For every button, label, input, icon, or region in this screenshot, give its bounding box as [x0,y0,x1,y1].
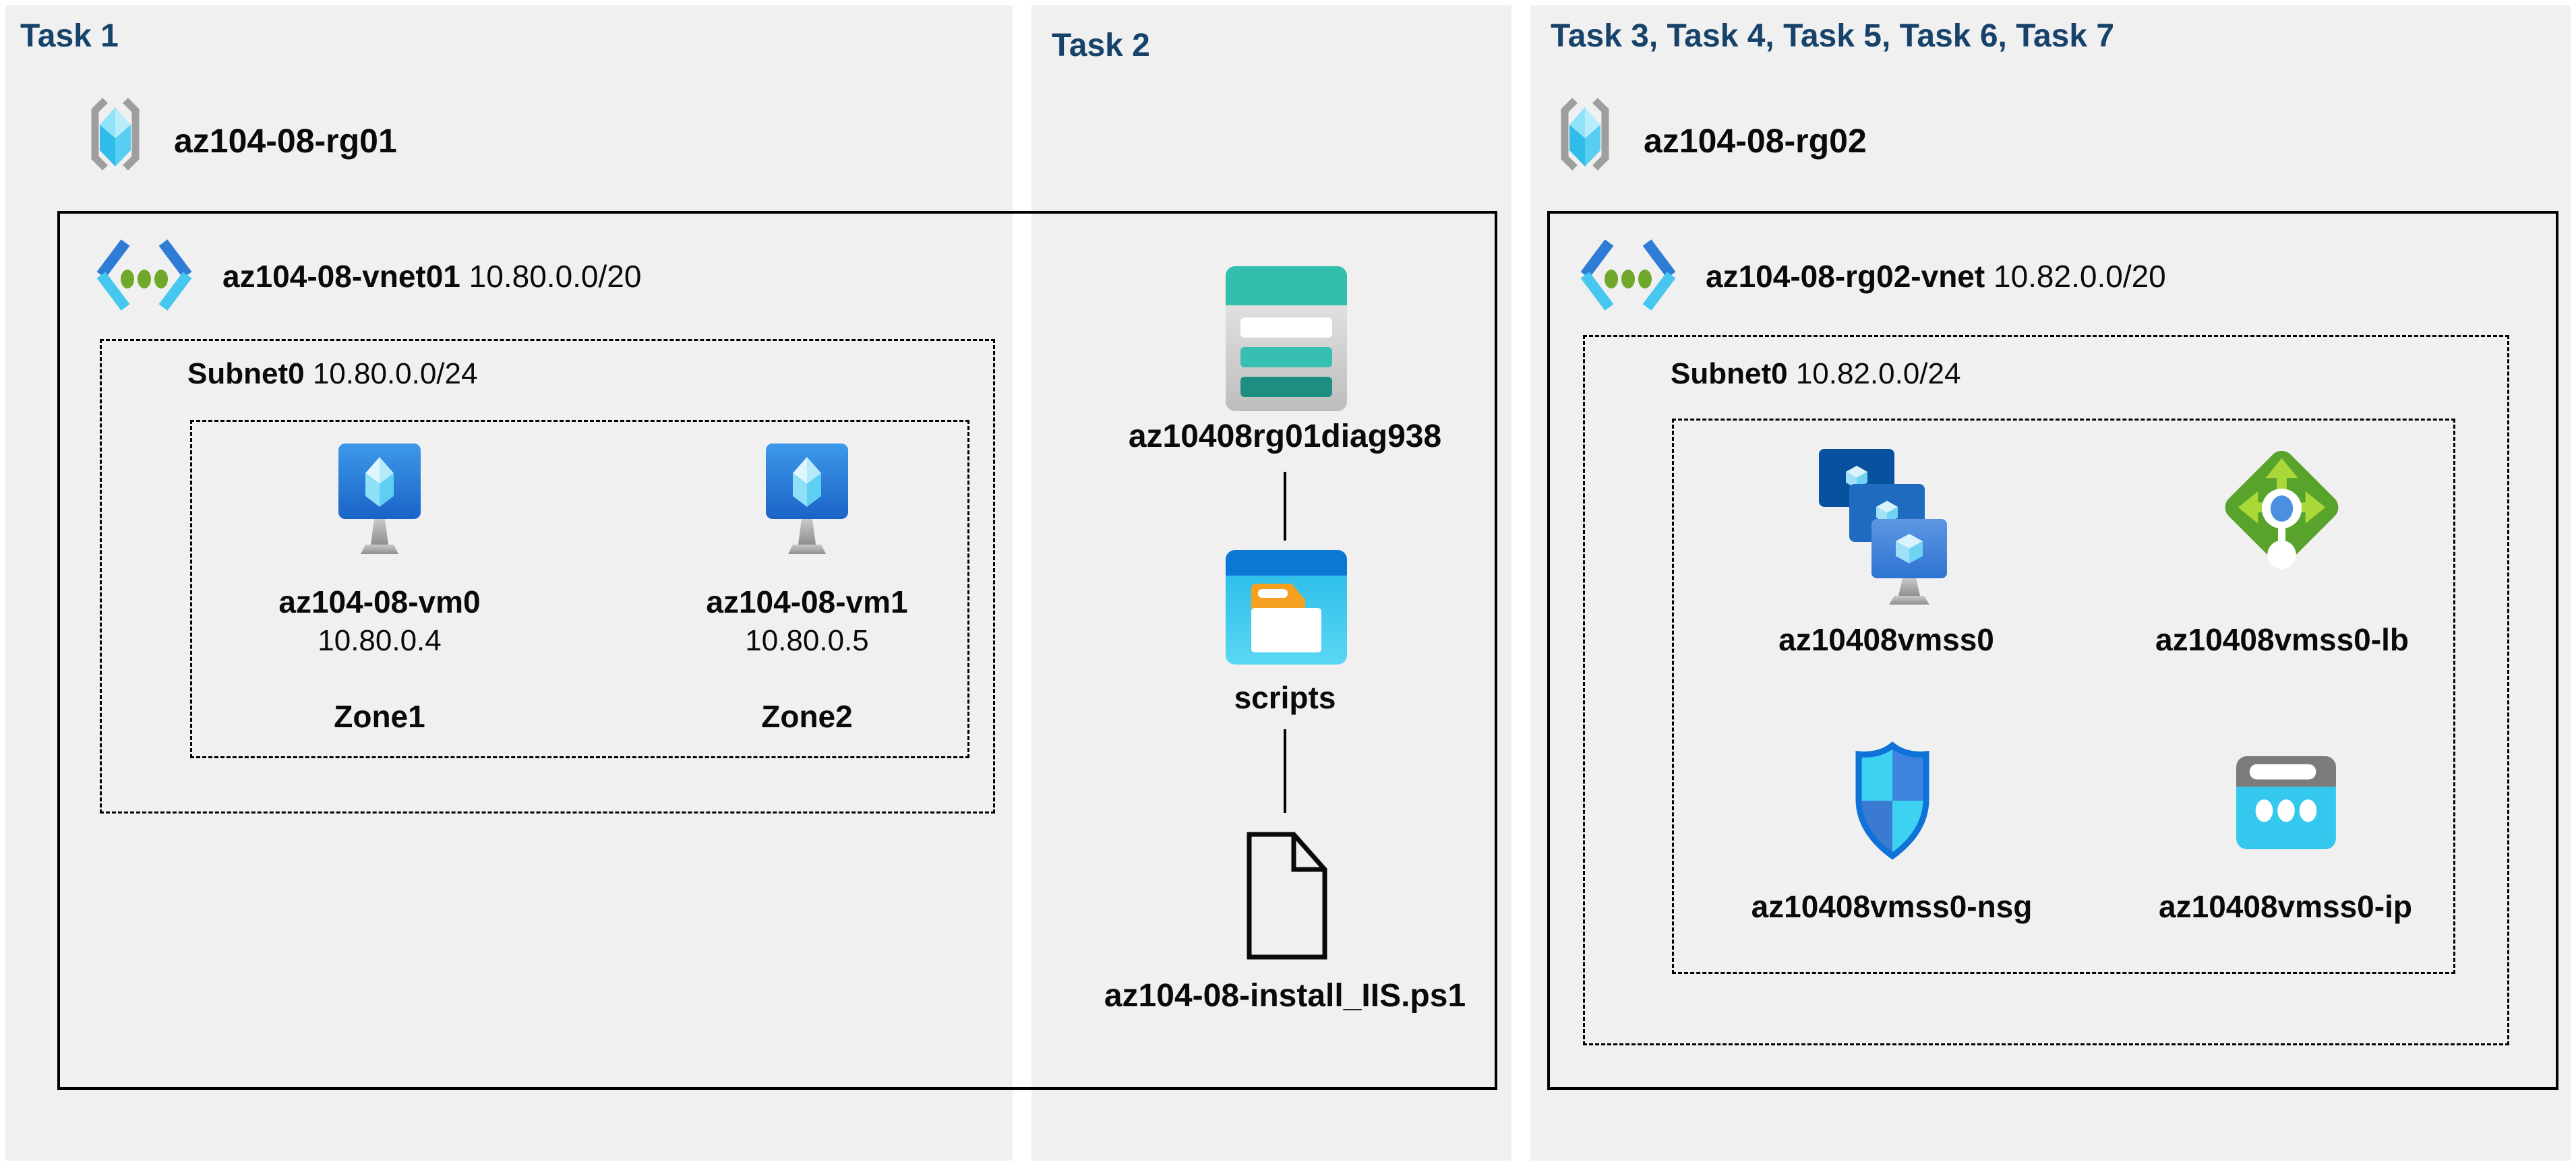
vnet2-cidr: 10.82.0.0/20 [1993,259,2166,294]
container-to-file-connector [1284,729,1286,813]
storage-account-label: az10408rg01diag938 [1128,419,1442,454]
vm0-icon [338,443,421,554]
vmss-resources-box [1672,419,2455,974]
task3-panel [1530,5,2571,1161]
subnet2-box [1583,335,2509,1045]
task2-title: Task 2 [1052,28,1150,63]
vmss-label: az10408vmss0 [1778,622,1994,657]
availability-zones-box [190,420,969,758]
resource-group2-label: az104-08-rg02 [1644,122,1867,160]
vm1-zone: Zone2 [761,699,853,734]
load-balancer-icon [2225,450,2339,570]
task1-title: Task 1 [20,18,119,54]
public-ip-label: az10408vmss0-ip [2159,889,2412,924]
vm1-ip: 10.80.0.5 [745,624,869,657]
nsg-label: az10408vmss0-nsg [1751,889,2033,924]
vm0-zone: Zone1 [334,699,425,734]
vm0-ip: 10.80.0.4 [318,624,442,657]
vnet2-name: az104-08-rg02-vnet [1706,259,1985,294]
vnet2-outline-box [1547,211,2558,1090]
vm1-name: az104-08-vm1 [706,584,908,619]
subnet1-label: Subnet0 10.80.0.0/24 [187,357,477,391]
subnet1-cidr: 10.80.0.0/24 [312,357,478,390]
vnet1-cidr: 10.80.0.0/20 [469,259,642,294]
storage-account-icon [1226,266,1347,411]
resource-group-label: az104-08-rg01 [174,122,397,160]
blob-container-icon [1226,550,1347,665]
subnet1-box [100,339,995,814]
vm1-icon [766,443,848,554]
vnet1-label: az104-08-vnet01 10.80.0.0/20 [222,258,641,295]
public-ip-icon [2236,756,2336,849]
resource-group-icon [91,98,140,171]
load-balancer-label: az10408vmss0-lb [2155,622,2409,657]
virtual-network-icon [96,239,192,311]
container-label: scripts [1234,680,1336,715]
subnet1-name: Subnet0 [187,357,305,390]
resource-group2-icon [1561,98,1609,171]
virtual-network2-icon [1580,239,1676,311]
task3-title: Task 3, Task 4, Task 5, Task 6, Task 7 [1551,18,2115,54]
vnet1-outline-box [57,211,1497,1090]
subnet2-label: Subnet0 10.82.0.0/24 [1671,357,1960,391]
storage-to-container-connector [1284,472,1286,541]
vmss-icon [1819,449,1947,605]
nsg-icon [1855,741,1929,860]
script-file-icon [1247,832,1327,960]
vnet1-name: az104-08-vnet01 [222,259,460,294]
vm0-name: az104-08-vm0 [278,584,481,619]
subnet2-name: Subnet0 [1671,357,1788,390]
subnet2-cidr: 10.82.0.0/24 [1795,357,1961,390]
vnet2-label: az104-08-rg02-vnet 10.82.0.0/20 [1706,258,2166,295]
script-file-label: az104-08-install_IIS.ps1 [1104,978,1466,1014]
task1-panel [5,5,1013,1161]
